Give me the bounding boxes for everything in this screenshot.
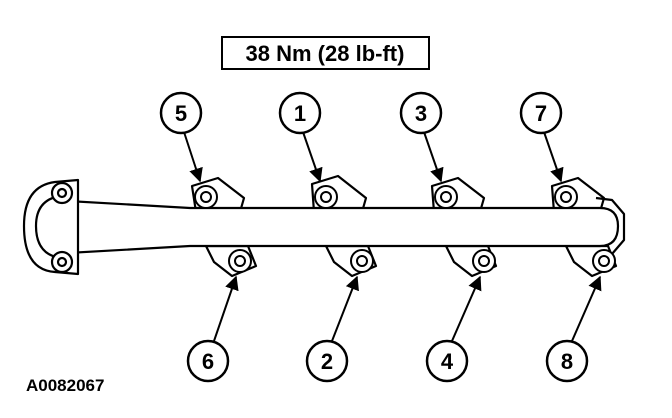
bolt-2 [350, 249, 374, 273]
bolt-4 [472, 249, 496, 273]
bolt-7 [554, 185, 578, 209]
inlet-stud-upper-core [56, 187, 68, 199]
torque-spec-label: 38 Nm (28 lb-ft) [246, 41, 405, 66]
callouts-bottom: 6 2 4 8 [186, 339, 589, 383]
callout-1-label: 1 [294, 101, 306, 126]
callout-6-label: 6 [202, 349, 214, 374]
callout-8: 8 [545, 339, 589, 383]
bolt-5 [194, 185, 218, 209]
callout-6: 6 [186, 339, 230, 383]
arrow-5 [183, 131, 203, 183]
callout-8-label: 8 [561, 349, 573, 374]
inlet-stud-lower-core [56, 256, 68, 268]
callout-5-label: 5 [175, 101, 187, 126]
callout-3-label: 3 [415, 101, 427, 126]
arrow-1 [302, 131, 323, 183]
bolts [194, 185, 616, 273]
figure-id: A0082067 [26, 376, 104, 395]
callout-3: 3 [399, 91, 443, 135]
callout-2-label: 2 [321, 349, 333, 374]
arrow-3 [423, 131, 444, 183]
callout-7-label: 7 [535, 101, 547, 126]
callout-4: 4 [425, 339, 469, 383]
inlet-flange-inner [34, 194, 61, 260]
callout-2: 2 [305, 339, 349, 383]
bolt-3 [434, 185, 458, 209]
arrow-2 [331, 275, 359, 342]
leader-arrows [183, 131, 602, 342]
bolt-6 [228, 249, 252, 273]
callout-5: 5 [159, 91, 203, 135]
bolt-8 [592, 249, 616, 273]
callout-7: 7 [519, 91, 563, 135]
callout-1: 1 [278, 91, 322, 135]
bolt-1 [314, 185, 338, 209]
arrow-4 [451, 275, 482, 342]
arrow-8 [571, 275, 602, 342]
arrow-6 [213, 275, 239, 342]
arrow-7 [543, 131, 564, 183]
manifold-tube [48, 198, 620, 256]
callout-4-label: 4 [441, 349, 454, 374]
torque-spec-box: 38 Nm (28 lb-ft) [221, 36, 430, 70]
callouts-top: 5 1 3 7 [159, 91, 563, 135]
